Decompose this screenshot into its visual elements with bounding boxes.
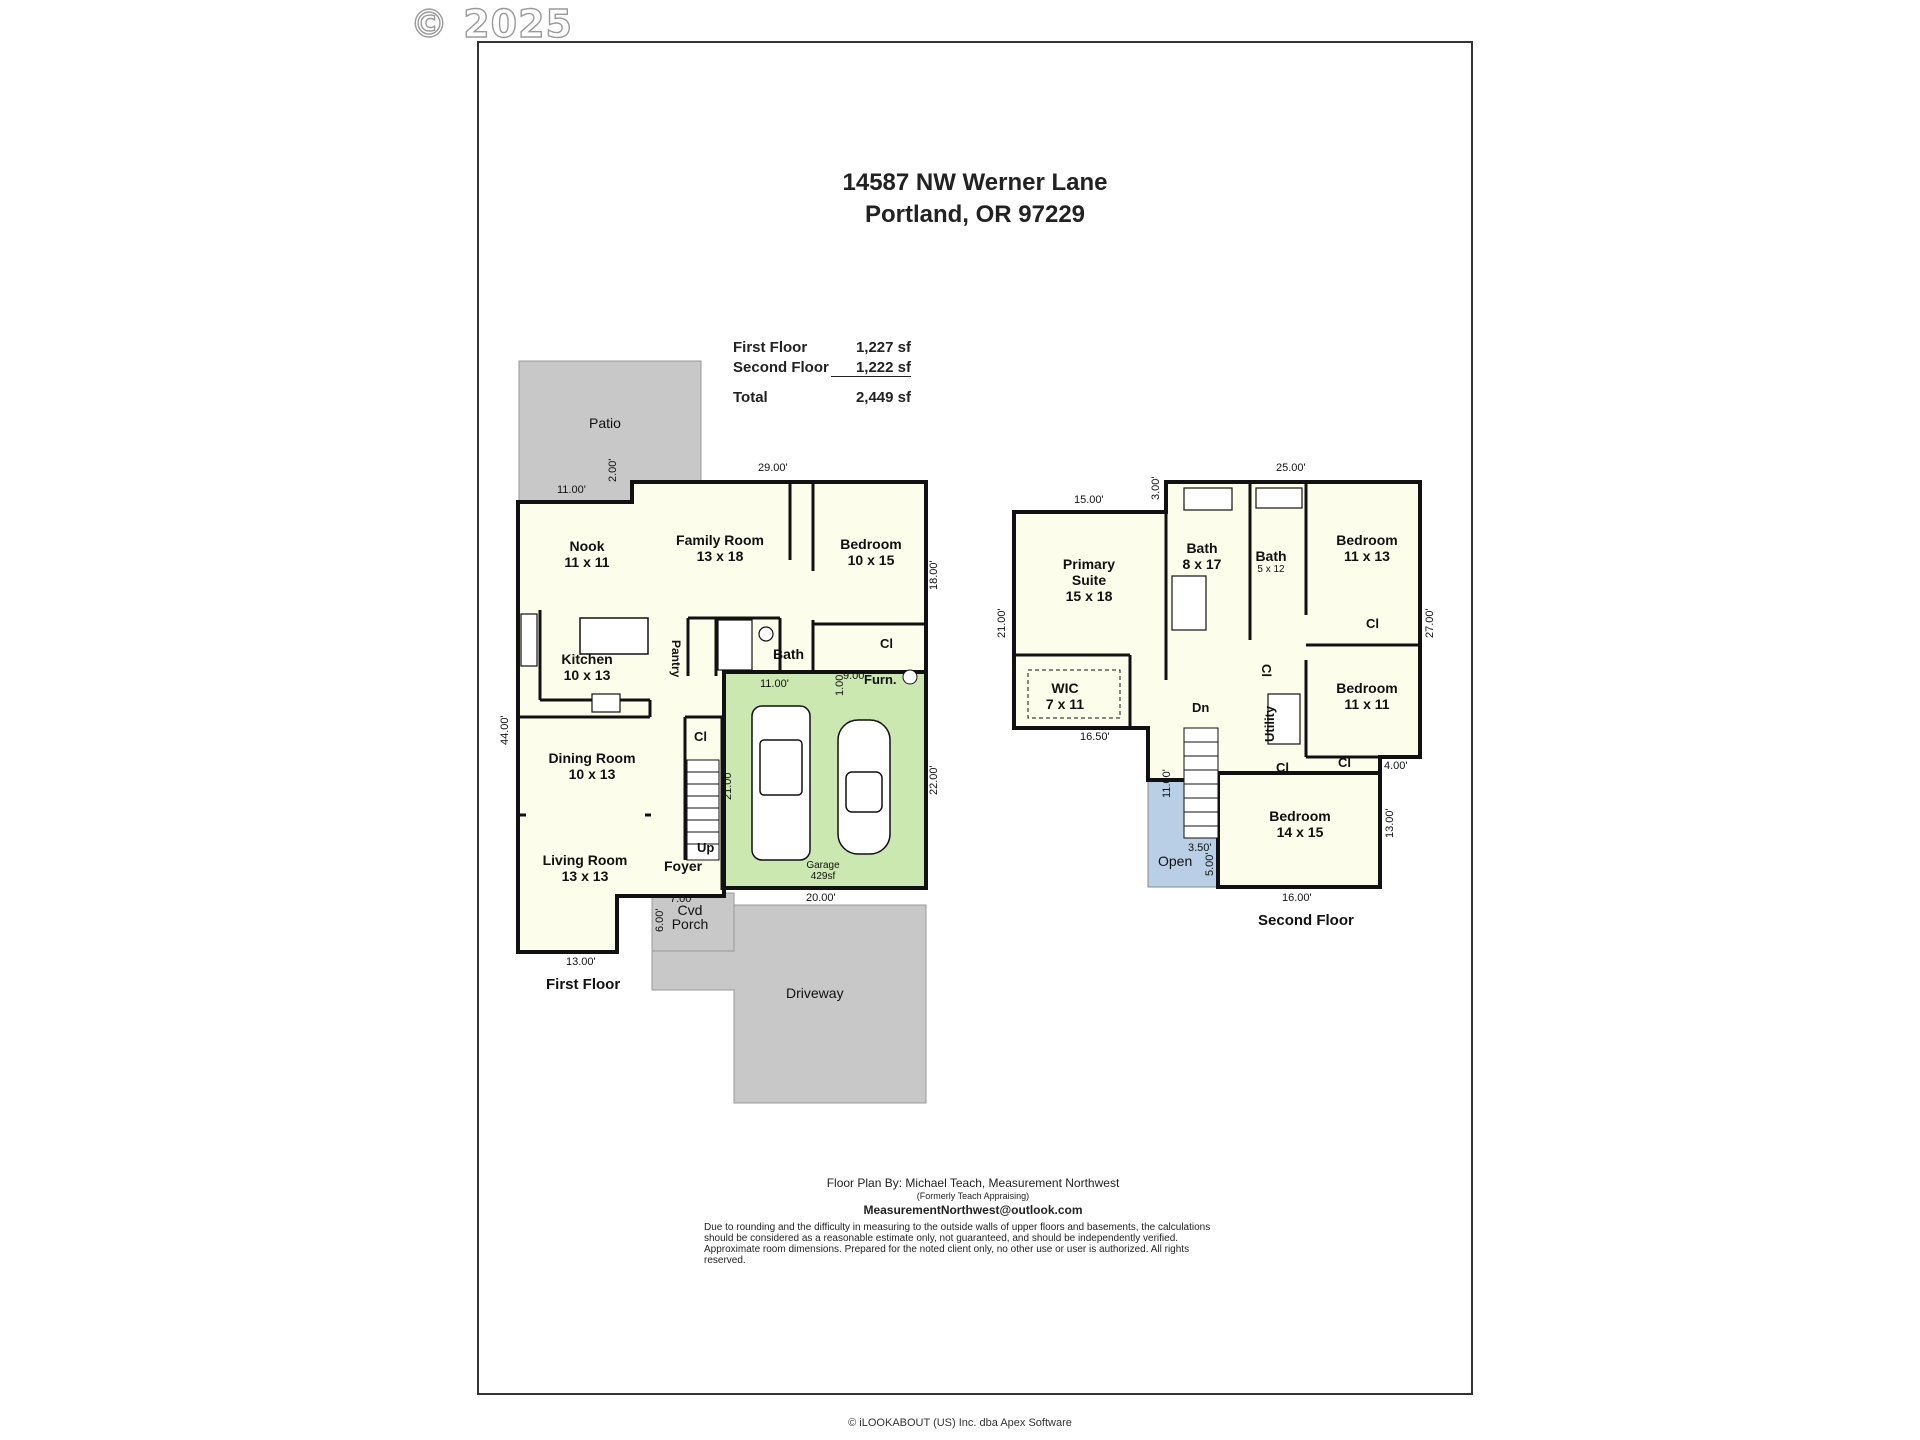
copyright-watermark: © 2025	[409, 1, 573, 46]
dim-20: 20.00'	[806, 892, 836, 904]
room-foyer: Foyer	[664, 858, 703, 874]
covered-porch-area	[651, 892, 735, 952]
dim-13: 13.00'	[566, 956, 596, 968]
room-driveway: Driveway	[786, 985, 844, 1001]
dim-3-50: 3.50'	[1188, 842, 1212, 854]
dim-16: 16.00'	[1282, 892, 1312, 904]
kitchen-sink	[591, 693, 621, 713]
room-closet-3: Cl	[1366, 616, 1379, 631]
kitchen-island	[579, 617, 649, 655]
dim-4: 4.00'	[1384, 760, 1408, 772]
second-floor-plan	[1012, 480, 1422, 889]
dim-15: 15.00'	[1074, 494, 1104, 506]
open-to-below-label: Open	[1158, 853, 1193, 869]
washer-dryer	[1267, 693, 1301, 745]
wic-shelving	[1027, 669, 1121, 719]
second-floor-interior-walls	[1016, 484, 1418, 759]
address-line-1: 14587 NW Werner Lane	[842, 169, 1108, 196]
dim-11-upper: 11.00'	[1161, 769, 1173, 798]
address-line-2: Portland, OR 97229	[864, 201, 1086, 228]
first-floor-interior-walls	[520, 484, 924, 890]
dim-22: 22.00'	[928, 765, 940, 795]
room-furnace: Furn.	[864, 672, 897, 687]
second-floor-stairs	[1183, 727, 1219, 839]
room-patio: Patio	[589, 415, 621, 431]
stairs-up-label: Up	[697, 840, 715, 855]
area-value-total: 2,449 sf	[855, 389, 911, 406]
dim-5: 5.00'	[1204, 852, 1216, 876]
dim-1: 1.00'	[834, 672, 846, 696]
room-closet-1: Cl	[880, 636, 893, 651]
area-value-first: 1,227 sf	[855, 339, 911, 356]
area-label-second: Second Floor	[733, 359, 829, 376]
patio-area	[518, 360, 702, 503]
room-utility: Utility	[1262, 705, 1277, 742]
dim-16-50: 16.50'	[1080, 731, 1110, 743]
room-pantry: Pantry	[669, 640, 683, 678]
stairs-down-label: Dn	[1192, 700, 1210, 715]
room-closet-2: Cl	[694, 729, 707, 744]
email-line: MeasurementNorthwest@outlook.com	[863, 1203, 1083, 1217]
first-floor-title: First Floor	[546, 976, 621, 993]
dim-7: 7.00'	[670, 893, 694, 905]
software-copyright: © iLOOKABOUT (US) Inc. dba Apex Software	[848, 1417, 1072, 1429]
credit-line: Floor Plan By: Michael Teach, Measuremen…	[826, 1176, 1120, 1190]
room-closet-5: Cl	[1338, 755, 1351, 770]
area-label-total: Total	[733, 389, 768, 406]
room-closet-6: Cl	[1276, 760, 1289, 775]
dim-44: 44.00'	[499, 715, 511, 745]
area-value-second: 1,222 sf	[831, 359, 911, 377]
room-bath-1: Bath	[773, 646, 805, 662]
garage-cars	[751, 705, 891, 861]
room-covered-porch: Cvd Porch	[671, 902, 709, 932]
dim-21: 21.00'	[722, 770, 734, 800]
dim-3: 3.00'	[1150, 476, 1162, 500]
dim-25: 25.00'	[1276, 462, 1306, 474]
dim-6: 6.00'	[654, 908, 666, 932]
dim-21-upper: 21.00'	[996, 608, 1008, 638]
formerly-line: (Formerly Teach Appraising)	[916, 1191, 1030, 1201]
first-floor-toilet	[758, 626, 774, 642]
room-closet-4: Cl	[1259, 664, 1274, 677]
dim-garage-11: 11.00'	[760, 678, 789, 690]
first-floor-shower	[717, 619, 753, 671]
dim-27: 27.00'	[1424, 608, 1436, 638]
dim-2: 2.00'	[607, 458, 619, 482]
dim-18: 18.00'	[928, 560, 940, 590]
water-heater-icon	[902, 669, 918, 685]
hall-bathtub	[1255, 487, 1303, 509]
dim-9: 9.00'	[843, 670, 867, 682]
first-floor-stairs	[686, 759, 720, 861]
dim-patio-11: 11.00'	[557, 484, 586, 496]
dim-29: 29.00'	[758, 462, 788, 474]
driveway-area	[651, 904, 927, 1104]
primary-bathtub	[1183, 487, 1233, 511]
dim-13-upper: 13.00'	[1384, 808, 1396, 838]
first-floor-plan	[516, 360, 928, 1104]
disclaimer-text: Due to rounding and the difficulty in me…	[704, 1222, 1211, 1266]
second-floor-title: Second Floor	[1258, 912, 1354, 929]
kitchen-counter	[520, 613, 538, 667]
area-label-first: First Floor	[733, 339, 808, 356]
primary-shower	[1171, 575, 1207, 631]
